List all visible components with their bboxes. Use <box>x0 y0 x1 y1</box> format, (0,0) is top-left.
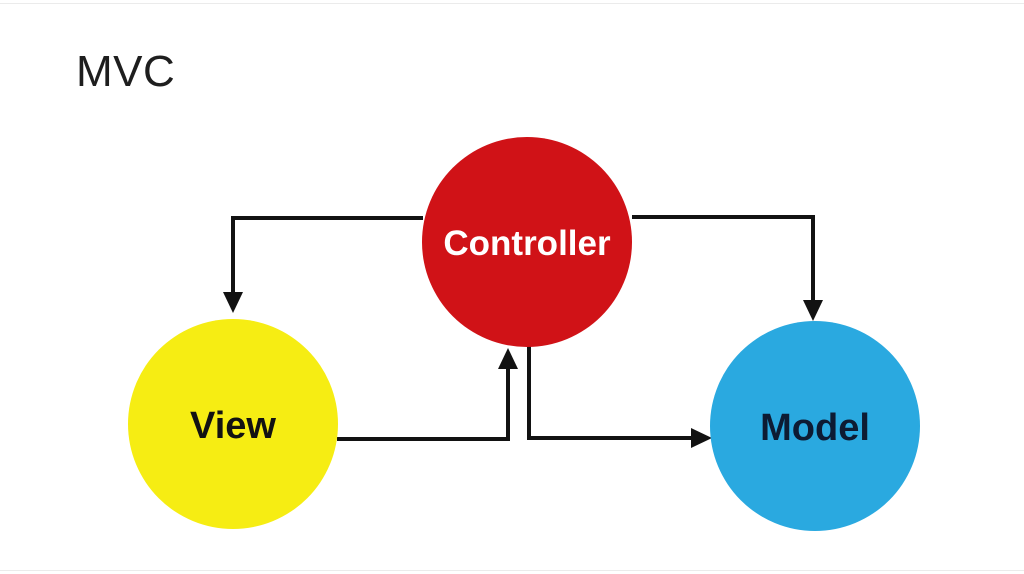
arrowhead-into-view-top <box>223 292 243 313</box>
node-controller <box>422 137 632 347</box>
slide-top-border <box>0 3 1024 4</box>
edge-controller-to-model-top <box>632 215 815 303</box>
slide-title: MVC <box>76 47 176 96</box>
edge-controller-to-view <box>231 216 423 295</box>
node-model <box>710 321 920 531</box>
arrowhead-into-model-top <box>803 300 823 321</box>
edge-controller-to-model-bottom <box>527 346 694 440</box>
arrowhead-into-model-left <box>691 428 712 448</box>
node-view-label: View <box>190 405 276 447</box>
edge-view-to-controller <box>337 366 510 441</box>
node-view <box>128 319 338 529</box>
node-model-label: Model <box>760 407 870 449</box>
arrowhead-into-controller-bottom <box>498 348 518 369</box>
node-controller-label: Controller <box>443 224 611 263</box>
slide-bottom-border <box>0 570 1024 571</box>
